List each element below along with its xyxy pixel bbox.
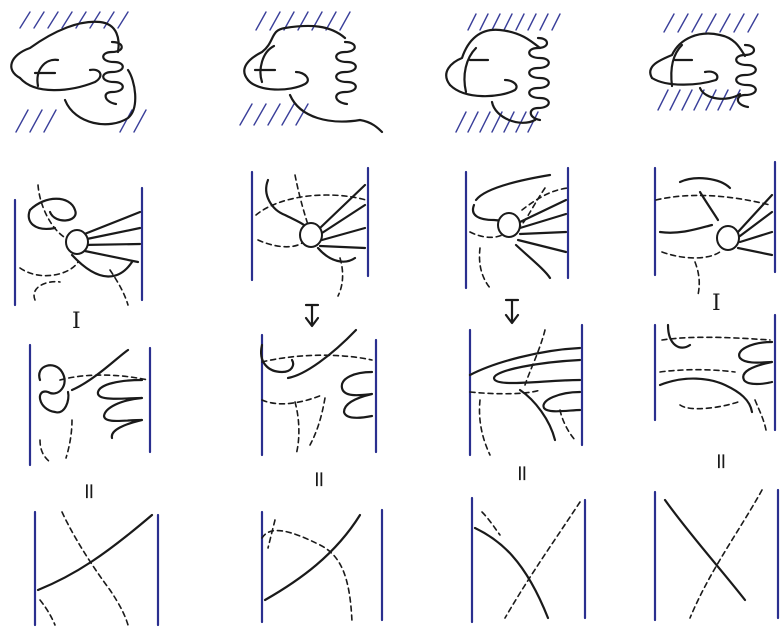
col2-equality-symbol: = bbox=[306, 470, 331, 488]
col4-row4-crossing bbox=[655, 490, 778, 620]
col1-knot bbox=[11, 22, 135, 124]
column-4: I = bbox=[650, 14, 778, 620]
col1-isotopy-symbol: I bbox=[72, 309, 81, 334]
column-1: I = bbox=[11, 12, 158, 625]
col4-row2-tangle bbox=[655, 162, 775, 295]
column-2: = bbox=[240, 12, 382, 622]
col4-equality-symbol: = bbox=[708, 452, 733, 470]
column-3: = bbox=[446, 14, 585, 622]
col1-equality-symbol: = bbox=[76, 482, 101, 500]
col4-isotopy-symbol: I bbox=[712, 291, 721, 316]
col2-row4-crossing bbox=[262, 510, 382, 622]
col1-row3-tangle bbox=[30, 345, 150, 465]
col3-row4-crossing bbox=[472, 498, 585, 622]
col2-row3-tangle bbox=[261, 330, 376, 455]
col3-down-arrow bbox=[506, 300, 518, 323]
col3-row3-tangle bbox=[470, 325, 582, 455]
col4-row3-tangle bbox=[655, 315, 775, 430]
col2-down-arrow bbox=[306, 305, 318, 326]
col1-row4-crossing bbox=[35, 512, 158, 625]
col2-knot bbox=[244, 26, 382, 132]
col4-knot bbox=[650, 34, 756, 107]
col1-row2-tangle bbox=[15, 185, 142, 305]
col3-knot bbox=[446, 30, 549, 123]
col2-hatched-region bbox=[240, 12, 350, 125]
col3-equality-symbol: = bbox=[509, 464, 534, 482]
col3-row2-tangle bbox=[466, 168, 568, 288]
col2-row2-tangle bbox=[252, 168, 368, 296]
